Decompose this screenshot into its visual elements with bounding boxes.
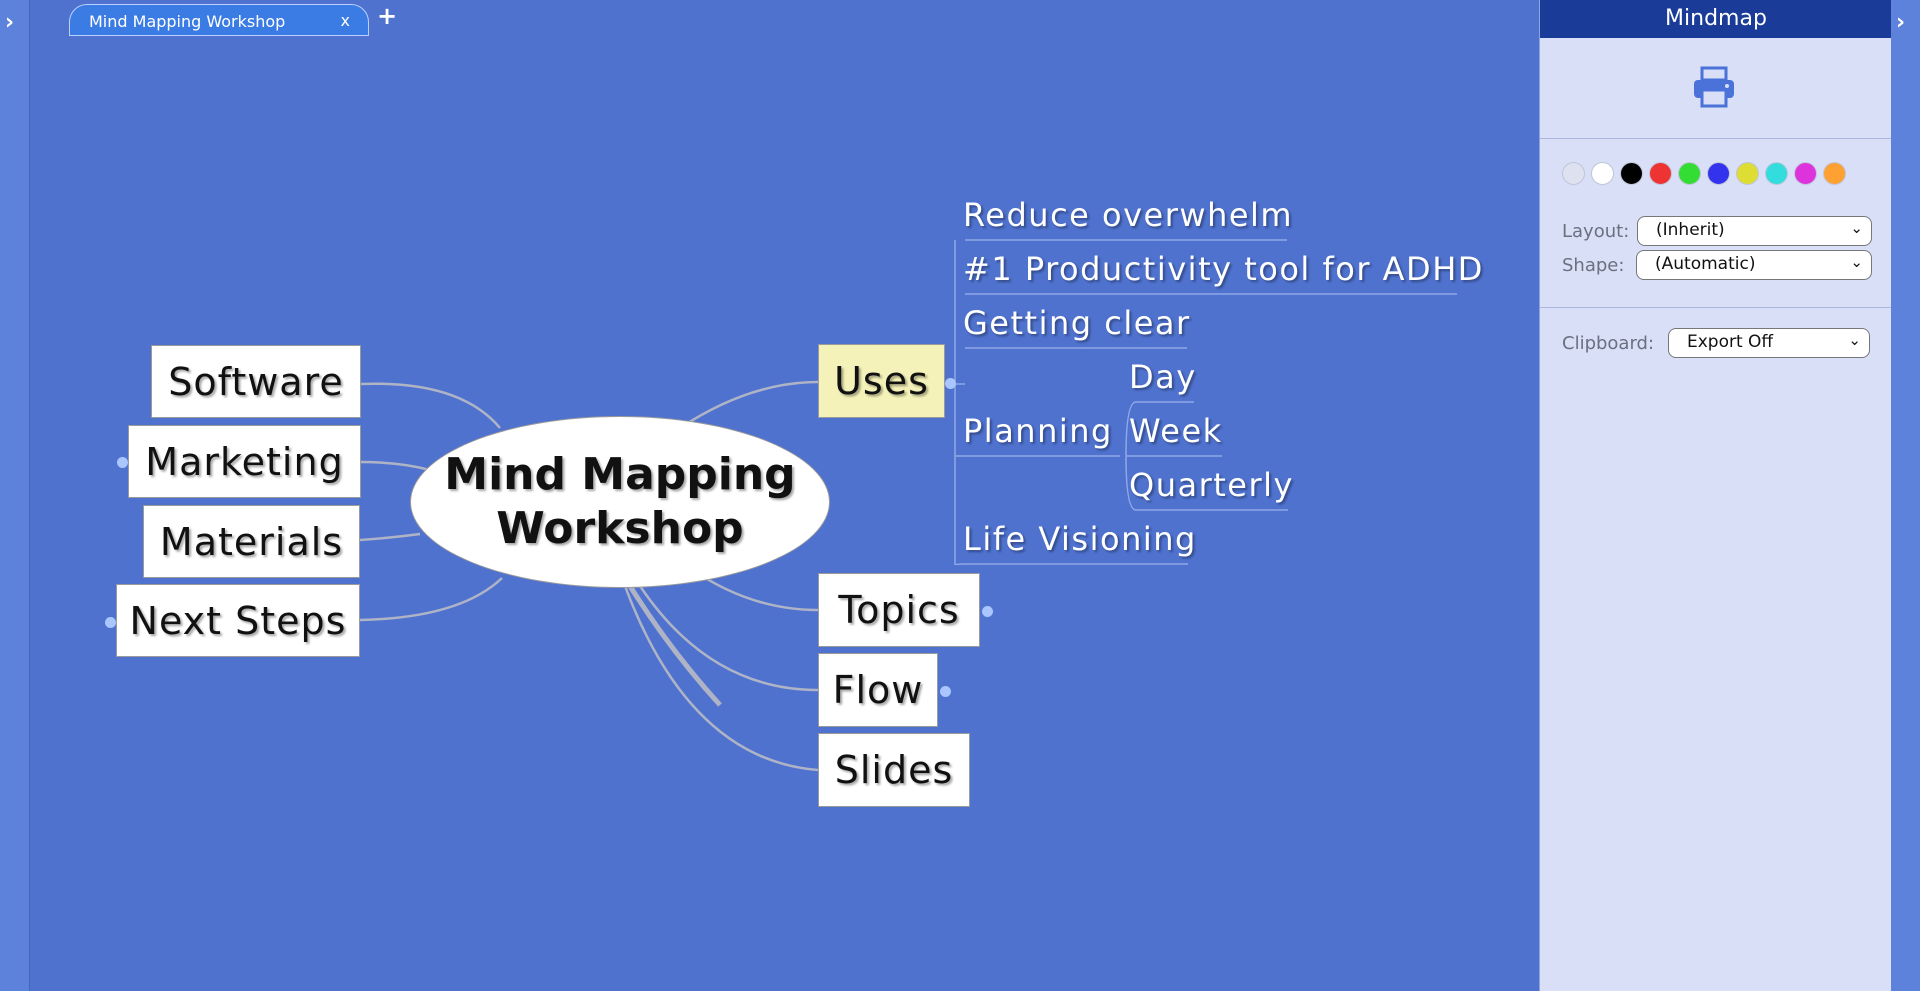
node-week[interactable]: Week	[1129, 412, 1223, 450]
uses-bracket	[954, 239, 966, 566]
central-node[interactable]: Mind Mapping Workshop	[410, 416, 830, 588]
right-sidebar-strip: ›	[1891, 0, 1920, 991]
node-software[interactable]: Software	[151, 345, 361, 418]
branch-uses	[679, 380, 819, 430]
node-uses[interactable]: Uses	[818, 344, 945, 418]
node-materials[interactable]: Materials	[143, 505, 360, 578]
planning-bracket	[1125, 401, 1194, 457]
print-icon[interactable]	[1692, 66, 1736, 108]
shape-label: Shape:	[1562, 255, 1625, 276]
branch-bundle	[627, 584, 722, 707]
tab-close-button[interactable]: x	[340, 11, 350, 30]
node-next-steps[interactable]: Next Steps	[116, 584, 360, 657]
collapse-topics-dot[interactable]	[982, 606, 993, 617]
clipboard-select[interactable]: Export Off⌄	[1668, 328, 1870, 358]
tab-label: Mind Mapping Workshop	[89, 12, 286, 31]
branch-next-steps	[359, 577, 503, 622]
collapse-next-steps-dot[interactable]	[105, 617, 116, 628]
color-swatch-blue[interactable]	[1707, 162, 1730, 185]
node-slides[interactable]: Slides	[818, 733, 970, 807]
node-flow[interactable]: Flow	[818, 653, 938, 727]
expand-left-icon[interactable]: ›	[5, 10, 15, 35]
add-tab-button[interactable]: +	[377, 2, 398, 30]
branch-materials	[359, 532, 421, 542]
shape-select[interactable]: (Automatic)⌄	[1636, 250, 1872, 280]
node-marketing[interactable]: Marketing	[128, 425, 361, 498]
expand-right-icon[interactable]: ›	[1896, 10, 1906, 35]
branch-marketing	[359, 460, 431, 472]
node-planning[interactable]: Planning	[963, 412, 1113, 450]
chevron-down-icon: ⌄	[1850, 219, 1863, 237]
node-quarterly[interactable]: Quarterly	[1129, 466, 1294, 504]
chevron-down-icon: ⌄	[1850, 253, 1863, 271]
branch-software	[359, 382, 501, 429]
node-productivity-tool[interactable]: #1 Productivity tool for ADHD	[963, 250, 1484, 288]
color-swatch-red[interactable]	[1649, 162, 1672, 185]
color-swatch-white[interactable]	[1591, 162, 1614, 185]
panel-title: Mindmap	[1540, 0, 1892, 38]
node-reduce-overwhelm[interactable]: Reduce overwhelm	[963, 196, 1294, 234]
clipboard-label: Clipboard:	[1562, 333, 1655, 354]
node-life-visioning[interactable]: Life Visioning	[963, 520, 1197, 558]
node-day[interactable]: Day	[1129, 358, 1197, 396]
divider	[1540, 307, 1892, 308]
left-sidebar-strip: ›	[0, 0, 30, 991]
branch-slides	[623, 585, 819, 772]
collapse-uses-dot[interactable]	[945, 378, 956, 389]
color-swatches	[1562, 162, 1846, 185]
color-swatch-orange[interactable]	[1823, 162, 1846, 185]
layout-label: Layout:	[1562, 221, 1630, 242]
node-topics[interactable]: Topics	[818, 573, 980, 647]
tab-mind-mapping-workshop[interactable]: Mind Mapping Workshop x	[69, 4, 369, 36]
branch-lines	[359, 239, 1457, 772]
collapse-flow-dot[interactable]	[940, 686, 951, 697]
color-swatch-magenta[interactable]	[1794, 162, 1817, 185]
color-swatch-green[interactable]	[1678, 162, 1701, 185]
print-area	[1540, 38, 1892, 139]
color-swatch-none[interactable]	[1562, 162, 1585, 185]
chevron-down-icon: ⌄	[1848, 331, 1861, 349]
collapse-marketing-dot[interactable]	[117, 457, 128, 468]
mindmap-panel: Mindmap Layout: (Inherit)⌄ Shape: (Autom…	[1539, 0, 1892, 991]
node-getting-clear[interactable]: Getting clear	[963, 304, 1191, 342]
branch-flow	[638, 585, 819, 692]
color-swatch-yellow[interactable]	[1736, 162, 1759, 185]
layout-select[interactable]: (Inherit)⌄	[1637, 216, 1872, 246]
mindmap-canvas[interactable]: Mind Mapping Workshop x + So	[30, 0, 1538, 991]
color-swatch-cyan[interactable]	[1765, 162, 1788, 185]
color-swatch-black[interactable]	[1620, 162, 1643, 185]
